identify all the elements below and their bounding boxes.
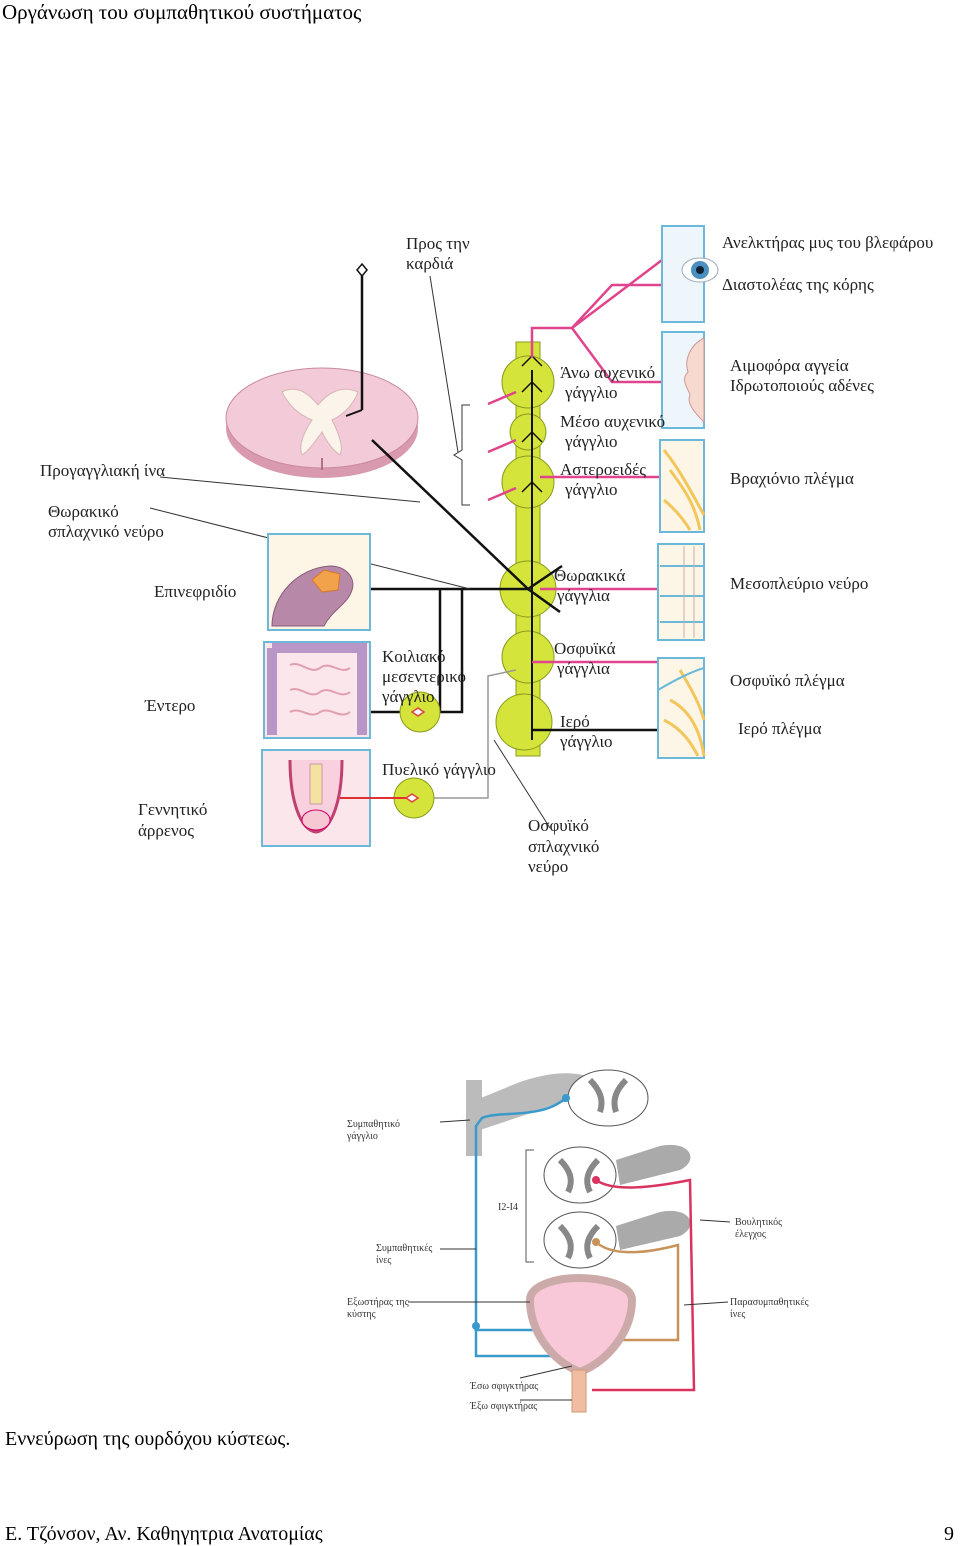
label-voluntary-1: Βουλητικός [735, 1217, 782, 1228]
to-heart-fiber [345, 262, 368, 417]
label-middle-cervical-1: Μέσο αυχενικό [560, 412, 665, 431]
eye-panel [661, 225, 719, 323]
label-sympathetic-ganglion-2: γάγγλιο [346, 1131, 378, 1142]
label-to-heart-2: καρδιά [406, 254, 453, 273]
label-sacral-ganglion-1: Ιερό [560, 712, 590, 731]
label-parasympathetic-1: Παρασυμπαθητικές [730, 1297, 809, 1308]
label-lumbar-ganglia-1: Οσφυϊκά [554, 639, 616, 658]
label-stellate-1: Αστεροειδές [560, 460, 646, 479]
label-lumbar-splanchnic-2: σπλαχνικό [528, 837, 599, 856]
celiac-ganglion [399, 691, 441, 733]
label-middle-cervical-2: γάγγλιο [564, 432, 618, 451]
label-voluntary-2: έλεγχος [735, 1229, 766, 1240]
spinal-section-upper [567, 1069, 649, 1127]
label-thoracic-splanchnic-2: σπλαχνικό νεύρο [48, 522, 164, 541]
spinal-section-lower [543, 1210, 691, 1269]
spinal-section-middle [543, 1144, 691, 1204]
label-sympathetic-fibers-1: Συμπαθητικές [376, 1243, 432, 1254]
footer-author: Ε. Τζόνσον, Αν. Καθηγητρια Ανατομίας [5, 1523, 323, 1545]
label-thoracic-ganglia-2: γάγγλια [556, 586, 610, 605]
figure-caption: Εννεύρωση της ουρδόχου κύστεως. [5, 1428, 291, 1450]
label-blood-vessels: Αιμοφόρα αγγεία [730, 356, 849, 375]
label-detrusor-2: κύστης [347, 1309, 376, 1320]
ribs-panel [657, 543, 705, 641]
intestine-panel [263, 641, 371, 739]
label-lumbar-ganglia-2: γάγγλια [556, 659, 610, 678]
label-brachial: Βραχιόνιο πλέγμα [730, 469, 854, 488]
adrenal-panel [267, 533, 371, 631]
label-superior-cervical-1: Άνω αυχενικό [560, 363, 655, 382]
page-number: 9 [944, 1523, 954, 1545]
label-genital-1: Γεννητικό [138, 800, 207, 819]
spinal-cord-section [225, 367, 419, 478]
label-segments: Ι2-Ι4 [498, 1202, 518, 1213]
label-celiac-2: μεσεντερικό [382, 667, 466, 686]
label-celiac-1: Κοιλιακό [382, 647, 446, 666]
label-stellate-2: γάγγλιο [564, 480, 618, 499]
label-sacral-ganglion-2: γάγγλιο [559, 732, 613, 751]
label-intercostal: Μεσοπλεύριο νεύρο [730, 574, 868, 593]
label-internal-sphincter: Έσω σφιγκτήρας [469, 1381, 538, 1392]
label-sympathetic-fibers-2: ίνες [376, 1255, 391, 1266]
label-superior-cervical-2: γάγγλιο [564, 383, 618, 402]
leg-panel [657, 657, 706, 759]
label-pelvic: Πυελικό γάγγλιο [382, 760, 496, 779]
bladder-innervation-diagram [408, 1069, 731, 1413]
label-sweat-glands: Ιδρωτοποιούς αδένες [730, 376, 874, 395]
face-panel [661, 331, 705, 429]
label-adrenal: Επινεφριδίο [154, 582, 236, 601]
sympathetic-chain [495, 341, 557, 757]
label-celiac-3: γάγγλιο [381, 687, 435, 706]
label-to-heart-1: Προς την [406, 234, 470, 253]
genital-panel [261, 749, 371, 847]
label-lumbar-splanchnic-1: Οσφυϊκό [528, 816, 589, 835]
label-intestine: Έντερο [144, 696, 195, 715]
label-detrusor-1: Εξωστήρας της [347, 1297, 409, 1308]
label-lumbar-splanchnic-3: νεύρο [528, 857, 568, 876]
label-genital-2: άρρενος [138, 821, 194, 840]
label-pupil-dilator: Διαστολέας της κόρης [722, 275, 874, 294]
arm-panel [659, 439, 706, 533]
label-sacral-plexus: Ιερό πλέγμα [738, 719, 822, 738]
label-sympathetic-ganglion-1: Συμπαθητικό [347, 1119, 400, 1130]
pelvic-ganglion [340, 669, 517, 819]
label-preganglionic: Προγαγγλιακή ίνα [40, 461, 165, 480]
label-lumbar-plexus: Οσφυϊκό πλέγμα [730, 671, 845, 690]
label-parasympathetic-2: ίνες [730, 1309, 745, 1320]
label-external-sphincter: Έξω σφιγκτήρας [469, 1401, 537, 1412]
page-title: Οργάνωση του συμπαθητικού συστήματος [2, 0, 362, 24]
label-thoracic-splanchnic-1: Θωρακικό [48, 502, 119, 521]
label-eyelid-lift: Ανελκτήρας μυς του βλεφάρου [722, 233, 933, 252]
label-thoracic-ganglia-1: Θωρακικά [554, 566, 625, 585]
